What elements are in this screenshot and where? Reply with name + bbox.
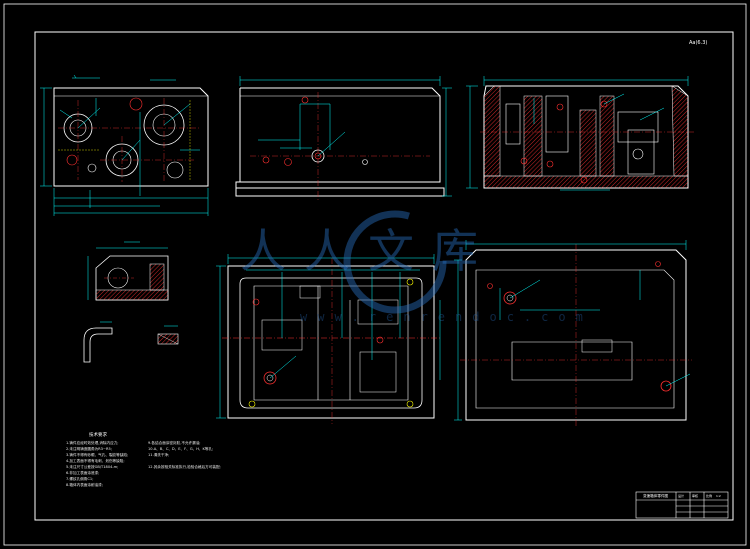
note-line: 8.箱体内表面涂耐油漆;	[66, 483, 103, 487]
note-line: 5.未注尺寸公差按GB/T1804-m;	[66, 465, 119, 469]
title-block-title: 变速箱体零件图	[643, 494, 669, 498]
inner-frame-border	[34, 31, 734, 521]
watermark-ring	[343, 210, 447, 314]
note-line: 3.铸件不得有砂眼、气孔、裂纹等缺陷;	[66, 453, 129, 457]
bottom-view	[454, 240, 692, 426]
note-line: 9.各结合面涂密封胶,不允许漏油;	[148, 441, 201, 445]
detail-view-3	[157, 325, 179, 345]
title-block	[635, 491, 729, 519]
note-line: 12.其余按相关标准执行,检验合格后方可装配;	[148, 465, 221, 469]
note-line: 1.铸件应经时效处理,消除内应力;	[66, 441, 119, 445]
side-view	[235, 76, 452, 200]
outer-sheet-border	[3, 3, 747, 546]
note-line: 6.非加工表面涂底漆;	[66, 471, 100, 475]
sheet-tag: Aa(6.3)	[689, 40, 708, 46]
detail-view-2	[83, 321, 113, 363]
note-line: 4.加工表面不得有毛刺、划伤等缺陷;	[66, 459, 125, 463]
title-block-cell: 1:2	[716, 494, 721, 498]
top-view	[216, 254, 441, 424]
note-line: 2.未注明铸造圆角为R3~R5;	[66, 447, 112, 451]
notes-heading: 技术要求	[89, 433, 107, 438]
section-view	[466, 76, 694, 191]
title-block-cell: 比例	[706, 494, 713, 498]
note-line: 11.清洗干净;	[148, 453, 170, 457]
title-block-cell: 设计	[678, 494, 685, 498]
note-line: 10.A、B、C、D、E、F、G、H、K等孔;	[148, 447, 214, 451]
detail-view-1	[87, 241, 169, 301]
front-view-gear-bores	[40, 74, 209, 216]
note-line: 7.螺纹孔倒角C1;	[66, 477, 94, 481]
watermark-text: 人人文库	[240, 224, 496, 278]
title-block-cell: 审核	[692, 494, 699, 498]
watermark-url: www.renrendoc.com	[300, 310, 593, 324]
